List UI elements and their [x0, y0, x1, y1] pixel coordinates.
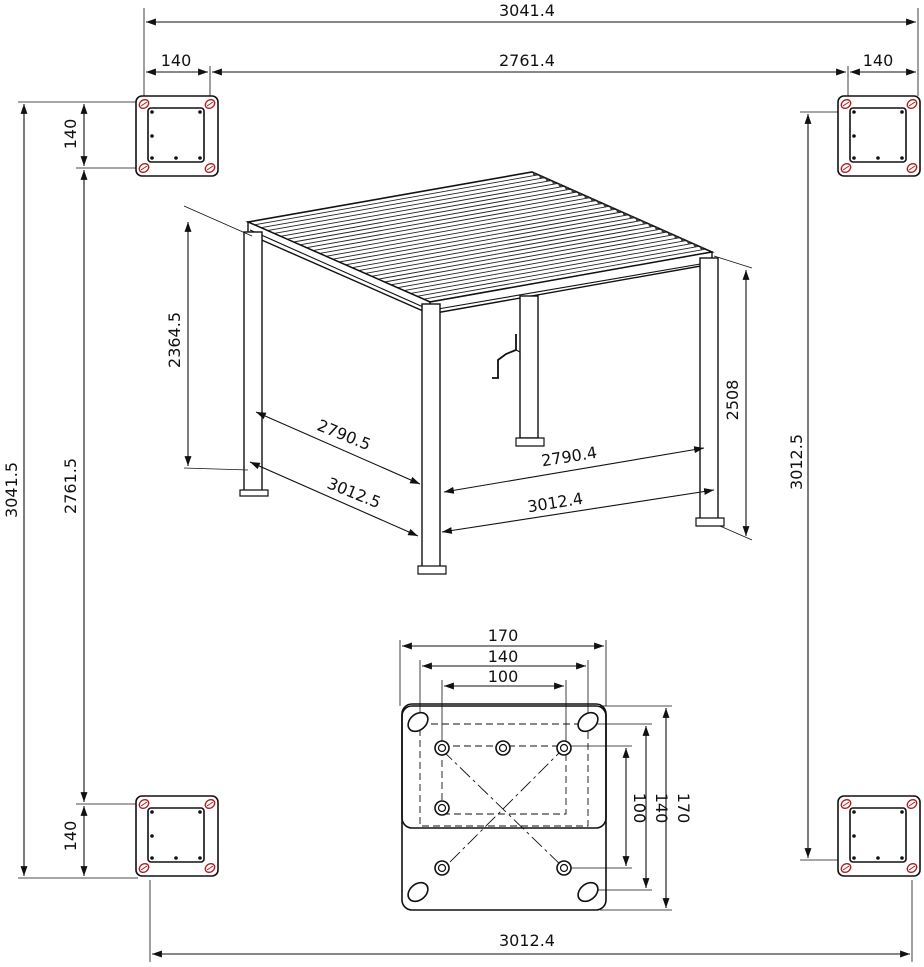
- baseplate-height-100-label: 100: [630, 793, 649, 824]
- pergola-isometric: 2364.5 2508 2790.5 3012.5 2790.4 3012.4: [165, 171, 753, 575]
- corner-plate-bottom-right: [837, 795, 921, 877]
- post-height-bottom-label: 140: [61, 821, 80, 852]
- back-right-post: [519, 295, 539, 439]
- post-width-right-label: 140: [863, 51, 894, 70]
- baseplate-height-140-label: 140: [652, 793, 671, 824]
- baseplate-width-100-label: 100: [488, 667, 519, 686]
- inner-left-label: 2790.5: [315, 416, 374, 455]
- post-height-top-label: 140: [61, 119, 80, 150]
- crank-handle: [492, 334, 517, 379]
- outer-right-label: 3012.4: [526, 489, 584, 517]
- right-span-label: 3012.5: [787, 434, 806, 490]
- corner-plate-bottom-left: [135, 795, 219, 877]
- corner-plate-top-left: [135, 95, 219, 177]
- baseplate-bolt-holes: [407, 711, 599, 903]
- inner-span-left-label: 2761.5: [61, 458, 80, 514]
- overall-height-label: 3041.5: [2, 462, 21, 518]
- roof-louvers: [254, 172, 706, 300]
- front-post: [421, 303, 441, 569]
- bottom-span-label: 3012.4: [499, 931, 555, 950]
- inner-span-top-label: 2761.4: [499, 51, 555, 70]
- baseplate-width-140-label: 140: [488, 647, 519, 666]
- baseplate-detail: 170 140 100 170 140 100: [399, 626, 693, 911]
- overall-width-label: 3041.4: [499, 1, 555, 20]
- corner-plates: [135, 95, 921, 877]
- post-width-left-label: 140: [161, 51, 192, 70]
- baseplate-width-170-label: 170: [488, 626, 519, 645]
- right-post: [699, 257, 719, 521]
- height-right-label: 2508: [723, 380, 742, 421]
- baseplate-height-170-label: 170: [674, 793, 693, 824]
- inner-right-label: 2790.4: [540, 443, 598, 471]
- height-front-label: 2364.5: [165, 312, 184, 368]
- back-left-post: [243, 231, 263, 495]
- corner-plate-top-right: [837, 95, 921, 177]
- outer-left-label: 3012.5: [325, 474, 384, 513]
